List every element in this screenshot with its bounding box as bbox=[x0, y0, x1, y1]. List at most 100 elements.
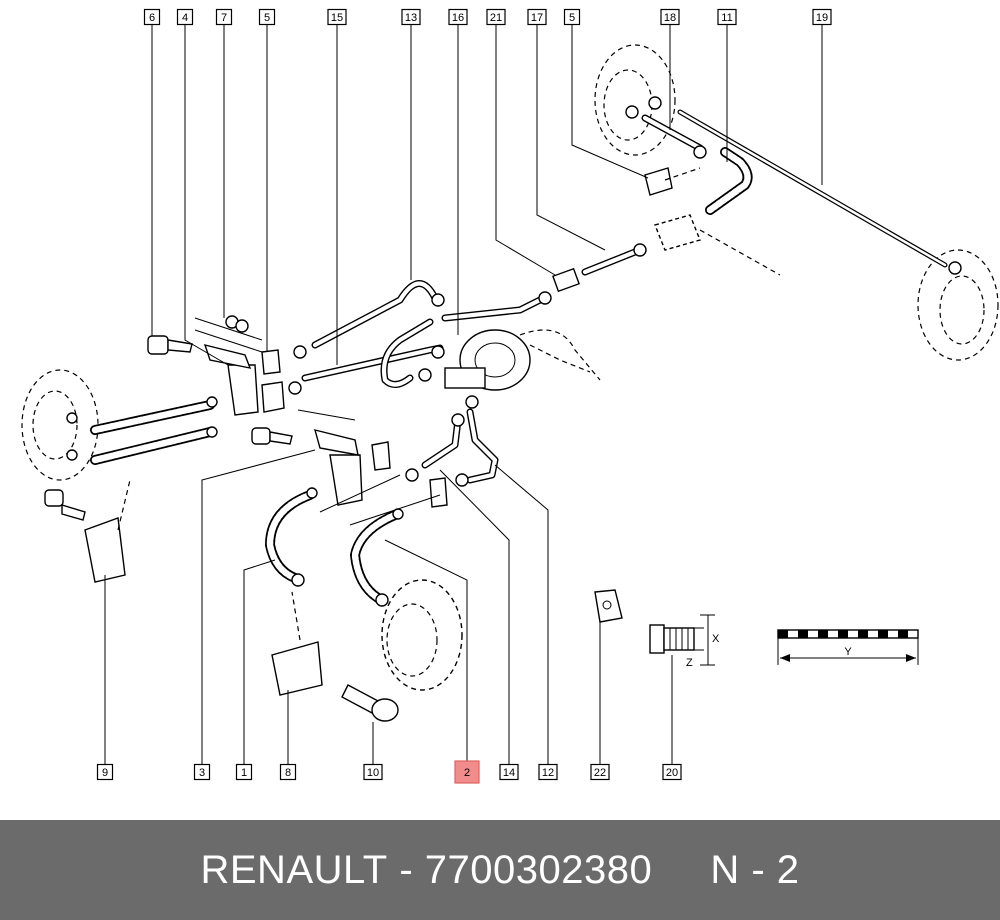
callout-number: 19 bbox=[816, 12, 828, 24]
callout-1: 1 bbox=[235, 763, 253, 781]
callout-box bbox=[235, 763, 253, 781]
bolt-6 bbox=[147, 335, 193, 355]
brake-pipe-14 bbox=[421, 416, 462, 469]
callout-box bbox=[660, 8, 680, 26]
callout-box bbox=[363, 763, 383, 781]
scale-segment bbox=[838, 630, 848, 638]
dimension-x-label: X bbox=[712, 633, 720, 645]
callout-14: 14 bbox=[499, 763, 519, 781]
clip-center bbox=[371, 441, 448, 508]
callout-15: 15 bbox=[327, 8, 347, 26]
callout-number: 9 bbox=[102, 767, 108, 779]
callout-5: 5 bbox=[258, 8, 276, 26]
callout-7: 7 bbox=[215, 8, 233, 26]
brake-system-diagram: X Z Y 6475151316211751811199318102141222… bbox=[21, 8, 999, 784]
callout-box bbox=[193, 763, 211, 781]
callout-number: 11 bbox=[721, 12, 732, 24]
callout-box bbox=[563, 8, 581, 26]
scale-segment bbox=[878, 630, 888, 638]
master-cylinder bbox=[444, 329, 601, 391]
footer-brand: RENAULT bbox=[200, 847, 388, 892]
callout-number: 16 bbox=[452, 12, 464, 24]
callout-number: 1 bbox=[241, 767, 247, 779]
clip-5 bbox=[261, 349, 285, 413]
callout-number: 12 bbox=[542, 767, 554, 779]
brake-pipe-12 bbox=[466, 408, 499, 484]
callout-box bbox=[486, 8, 506, 26]
clip-rear-5 bbox=[644, 167, 673, 196]
callout-number: 22 bbox=[594, 767, 606, 779]
callout-box bbox=[662, 763, 682, 781]
callout-5: 5 bbox=[563, 8, 581, 26]
callout-6: 6 bbox=[143, 8, 161, 26]
brake-pipe-16 bbox=[441, 296, 544, 322]
footer-bar: RENAULT - 7700302380 N - 2 bbox=[0, 820, 1000, 920]
callout-box bbox=[499, 763, 519, 781]
hose-1 bbox=[264, 490, 315, 583]
callout-number: 13 bbox=[405, 12, 417, 24]
callout-9: 9 bbox=[96, 763, 114, 781]
callout-22: 22 bbox=[590, 763, 610, 781]
callout-box bbox=[401, 8, 421, 26]
footer-separator: - bbox=[387, 847, 425, 892]
bracket-9 bbox=[44, 489, 126, 583]
callout-box bbox=[176, 8, 194, 26]
callout-number: 21 bbox=[490, 12, 502, 24]
callout-number: 3 bbox=[199, 767, 205, 779]
callout-number: 18 bbox=[664, 12, 676, 24]
callout-21: 21 bbox=[486, 8, 506, 26]
callout-box bbox=[327, 8, 347, 26]
callout-10: 10 bbox=[363, 763, 383, 781]
callout-number: 14 bbox=[503, 767, 515, 779]
hose-11 bbox=[705, 147, 753, 215]
callout-number: 10 bbox=[367, 767, 379, 779]
callout-16: 16 bbox=[448, 8, 468, 26]
callout-12: 12 bbox=[538, 763, 558, 781]
callout-box bbox=[454, 760, 480, 784]
callout-box bbox=[717, 8, 737, 26]
callout-number: 5 bbox=[569, 12, 575, 24]
callout-box bbox=[812, 8, 832, 26]
callout-3: 3 bbox=[193, 763, 211, 781]
callout-box bbox=[279, 763, 297, 781]
wheel-rear-left bbox=[917, 249, 999, 361]
callout-20: 20 bbox=[662, 763, 682, 781]
leader-lines bbox=[104, 24, 823, 765]
callout-number: 15 bbox=[331, 12, 343, 24]
wheel-front-right bbox=[381, 579, 463, 691]
callout-19: 19 bbox=[812, 8, 832, 26]
callout-4: 4 bbox=[176, 8, 194, 26]
callout-box bbox=[448, 8, 468, 26]
bracket-8 bbox=[271, 641, 323, 696]
dimension-z-label: Z bbox=[686, 657, 693, 669]
callout-17: 17 bbox=[527, 8, 547, 26]
callout-box bbox=[590, 763, 610, 781]
fittings bbox=[66, 96, 962, 607]
hose-front-left-upper bbox=[90, 400, 215, 435]
callout-number: 5 bbox=[264, 12, 270, 24]
callout-box bbox=[538, 763, 558, 781]
callout-box bbox=[258, 8, 276, 26]
connector-21 bbox=[552, 267, 580, 293]
callout-number: 20 bbox=[666, 767, 678, 779]
footer-position: N - 2 bbox=[710, 847, 800, 892]
wheel-rear-right bbox=[594, 44, 676, 156]
scale-segment bbox=[818, 630, 828, 638]
dimension-y-label: Y bbox=[844, 646, 852, 658]
callout-box bbox=[215, 8, 233, 26]
dimension-xz: X Z bbox=[686, 614, 720, 669]
bolt-10 bbox=[341, 684, 399, 722]
dimension-y-scale: Y bbox=[777, 629, 919, 665]
footer-gap bbox=[652, 848, 710, 893]
clip-7 bbox=[225, 315, 249, 333]
callout-2: 2 bbox=[454, 760, 480, 784]
rear-compensator bbox=[654, 214, 781, 276]
bracket-4 bbox=[203, 344, 259, 416]
brake-pipe-13 bbox=[311, 280, 439, 349]
brake-pipe-17 bbox=[581, 248, 639, 276]
wheel-front-left bbox=[21, 369, 99, 481]
scale-segment bbox=[798, 630, 808, 638]
brake-pipe-loop bbox=[380, 318, 434, 388]
callout-box bbox=[527, 8, 547, 26]
